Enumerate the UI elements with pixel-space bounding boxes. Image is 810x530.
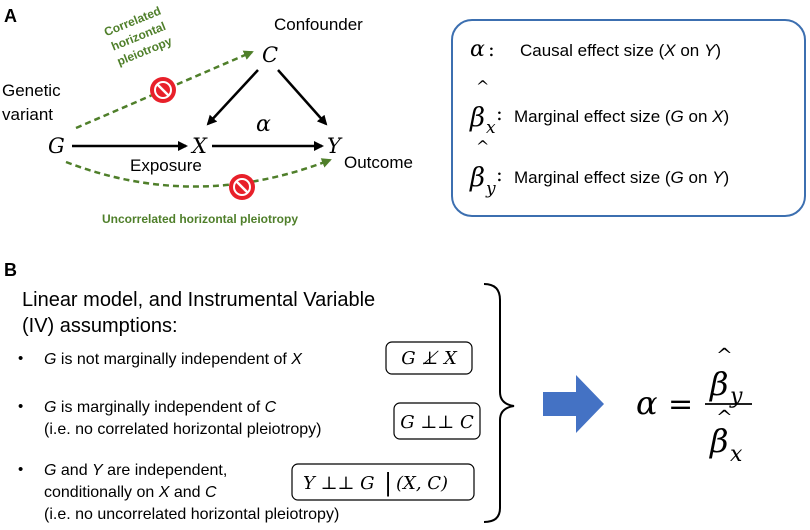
arrow-c-to-y: [277, 69, 328, 126]
legend-alpha-v2: Y: [704, 41, 717, 60]
assumption-2-note: (i.e. no correlated horizontal pleiotrop…: [44, 421, 321, 438]
node-c: C: [262, 43, 278, 67]
blue-arrow-icon: [543, 375, 604, 433]
genetic-variant-label-1: Genetic: [2, 81, 61, 100]
svg-text:Marginal effect size (G on X): Marginal effect size (G on X): [514, 107, 729, 126]
node-g: G: [48, 134, 65, 158]
genetic-variant-label-2: variant: [2, 105, 53, 124]
node-x: X: [190, 134, 208, 158]
panel-a-label: A: [4, 6, 17, 26]
assumption-2-text: G is marginally independent of C: [44, 399, 277, 416]
legend-row-beta-y: ^ β y : Marginal effect size (G on Y): [469, 137, 729, 199]
legend-beta-y-v2: Y: [712, 168, 725, 187]
formula-1: G ⊥̸ X: [401, 348, 458, 369]
assumption-1-text: G is not marginally independent of X: [44, 351, 303, 368]
result-alpha: α: [636, 384, 658, 422]
bullet-glyph: •: [18, 350, 23, 367]
legend-beta-y-symbol: β: [469, 163, 485, 193]
exposure-label: Exposure: [130, 156, 202, 175]
legend-beta-x-text: Marginal effect size (: [514, 107, 671, 126]
result-den-hat: ^: [716, 405, 733, 429]
bullet-glyph: •: [18, 398, 23, 415]
svg-text:^: ^: [476, 77, 489, 96]
result-equals: =: [668, 387, 693, 422]
outcome-label: Outcome: [344, 153, 413, 172]
legend-row-beta-x: ^ β x : Marginal effect size (G on X): [469, 77, 729, 138]
legend-beta-y-colon: :: [496, 162, 503, 186]
result-num-sub: y: [729, 384, 743, 409]
formula-box-3: [291, 463, 475, 501]
legend-beta-y-mid: on: [684, 168, 712, 187]
legend-beta-y-sub: y: [485, 179, 496, 199]
result-num-beta: β: [709, 365, 729, 403]
legend-alpha-symbol: α: [470, 37, 485, 62]
svg-text:Marginal effect size (G on Y): Marginal effect size (G on Y): [514, 168, 729, 187]
panel-b-label: B: [4, 260, 17, 280]
legend-row-alpha: α : Causal effect size (X on Y): [470, 37, 721, 62]
result-den-beta: β: [709, 422, 729, 460]
formula-box-1: [385, 341, 473, 375]
legend-alpha-mid: on: [676, 41, 704, 60]
legend-beta-x-mid: on: [684, 107, 712, 126]
legend-beta-y-text: Marginal effect size (: [514, 168, 671, 187]
confounder-label: Confounder: [274, 15, 363, 34]
legend-alpha-v1: X: [663, 41, 676, 60]
formula-2: G ⊥⊥ C: [400, 412, 474, 433]
formula-3-bar: |: [384, 469, 392, 498]
no-sign-icon: [229, 174, 255, 200]
legend-alpha-text: Causal effect size (: [520, 41, 665, 60]
alpha-edge-label: α: [256, 112, 271, 137]
assumption-3-note: (i.e. no uncorrelated horizontal pleiotr…: [44, 506, 339, 523]
legend-box: [451, 19, 806, 217]
legend-beta-y-v1: G: [671, 168, 684, 187]
legend-beta-x-v2: X: [711, 107, 724, 126]
svg-text:^: ^: [476, 137, 489, 156]
legend-beta-x-sub: x: [486, 118, 496, 138]
legend-beta-x-v1: G: [671, 107, 684, 126]
result-formula: α = ^ β y ^ β x: [636, 343, 752, 467]
formula-3-left: Y ⊥⊥ G: [303, 473, 375, 494]
node-y: Y: [327, 134, 343, 158]
legend-beta-x-end: ): [723, 107, 729, 126]
arrow-c-to-x: [206, 69, 259, 126]
bullet-glyph: •: [18, 461, 23, 478]
legend-beta-x-symbol: β: [469, 103, 485, 133]
legend-beta-x-colon: :: [496, 101, 503, 125]
arrow-uncorrelated-pleiotropy: [65, 158, 332, 188]
right-brace: [483, 283, 515, 523]
formula-box-2: [393, 402, 481, 440]
assumption-3-line-2: conditionally on X and C: [44, 484, 217, 501]
result-num-hat: ^: [716, 343, 733, 367]
assumption-3-line-1: G and Y are independent,: [44, 462, 227, 479]
svg-text:Causal effect size (X on Y): Causal effect size (X on Y): [520, 41, 721, 60]
panel-b-title-1: Linear model, and Instrumental Variable: [22, 289, 375, 311]
result-den-sub: x: [730, 442, 743, 467]
formula-3-right: (X, C): [396, 473, 448, 494]
no-sign-icon: [150, 77, 176, 103]
panel-b-title-2: (IV) assumptions:: [22, 315, 178, 337]
legend-alpha-colon: :: [488, 37, 495, 61]
legend-alpha-end: ): [715, 41, 721, 60]
legend-beta-y-end: ): [723, 168, 729, 187]
uncorrelated-pleiotropy-label: Uncorrelated horizontal pleiotropy: [102, 212, 298, 226]
